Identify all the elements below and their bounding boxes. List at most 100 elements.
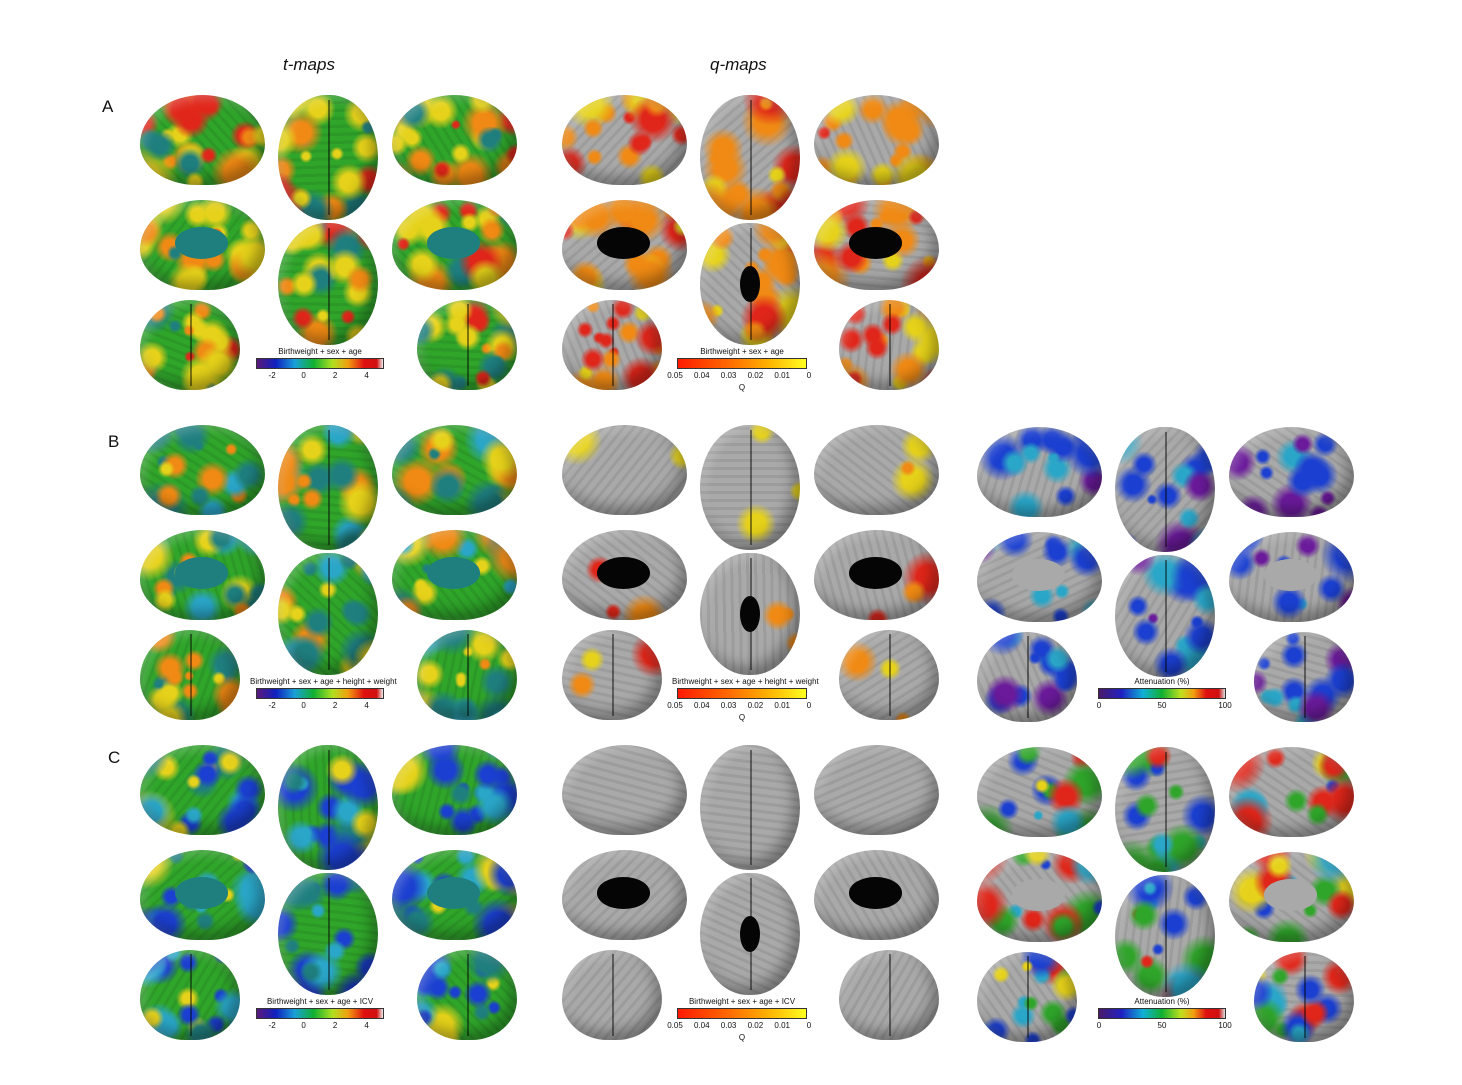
colorbar-tick: 0 — [301, 701, 306, 710]
colorbar-tick: -2 — [268, 1021, 276, 1030]
brain-lateral-left-view — [140, 95, 265, 185]
brain-posterior-right-view — [1254, 632, 1354, 722]
brain-medial-right-view — [814, 200, 939, 290]
hemisphere-divide — [750, 430, 752, 545]
brain-lateral-right-view — [1229, 427, 1354, 517]
brain-superior-view — [1115, 427, 1215, 552]
brain-superior-view — [700, 425, 800, 550]
colorbar-tick: 0 — [806, 1021, 812, 1030]
colorbar-gradient — [677, 1008, 807, 1019]
brain-medial-left-view — [562, 200, 687, 290]
brain-inferior-view — [700, 873, 800, 995]
panel-letter-b: B — [108, 432, 120, 451]
corpus-callosum — [849, 877, 902, 909]
brain-lateral-right-view — [392, 425, 517, 515]
brain-posterior-left-view — [977, 632, 1077, 722]
colorbar-label: Birthweight + sex + age + height + weigh… — [672, 677, 819, 686]
colorbar-tick: 0 — [806, 701, 812, 710]
brain-superior-view — [1115, 747, 1215, 872]
hemisphere-divide — [1027, 635, 1029, 719]
q-map-panel-b: Birthweight + sex + age + height + weigh… — [562, 425, 942, 725]
hemisphere-divide — [467, 303, 469, 387]
colorbar-tick: 0.04 — [694, 1021, 710, 1030]
brain-medial-left-view — [140, 530, 265, 620]
brain-medial-right-view — [392, 530, 517, 620]
corpus-callosum — [175, 227, 228, 259]
brain-superior-view — [278, 745, 378, 870]
colorbar-tick: 0.01 — [774, 1021, 790, 1030]
colorbar-label: Birthweight + sex + age + height + weigh… — [250, 677, 397, 686]
corpus-callosum — [427, 227, 480, 259]
hemisphere-divide — [1165, 752, 1167, 867]
brain-posterior-left-view — [140, 300, 240, 390]
colorbar-tick: 0.05 — [667, 701, 683, 710]
hemisphere-divide — [889, 633, 891, 717]
brain-posterior-right-view — [417, 950, 517, 1040]
colorbar-label: Attenuation (%) — [1134, 997, 1190, 1006]
brain-lateral-left-view — [140, 745, 265, 835]
hemisphere-divide — [1165, 432, 1167, 547]
brain-superior-view — [700, 745, 800, 870]
colorbar-gradient — [677, 688, 807, 699]
colorbar-tick: 0 — [1096, 1021, 1102, 1030]
hemisphere-divide — [612, 303, 614, 387]
colorbar-tick: 4 — [364, 1021, 369, 1030]
colorbar-tick: 0.04 — [694, 371, 710, 380]
corpus-callosum — [849, 557, 902, 589]
hemisphere-divide — [1304, 955, 1306, 1039]
colorbar-tick: 0.05 — [667, 371, 683, 380]
colorbar-tick: -2 — [268, 701, 276, 710]
brain-superior-view — [278, 95, 378, 220]
colorbar-tick: 0.02 — [747, 1021, 764, 1030]
brain-inferior-view — [278, 223, 378, 345]
colorbar-tick: 4 — [364, 701, 369, 710]
hemisphere-divide — [190, 633, 192, 717]
brain-lateral-left-view — [140, 425, 265, 515]
brain-medial-right-view — [392, 200, 517, 290]
colorbar-tick: 0.02 — [747, 701, 764, 710]
corpus-callosum — [427, 877, 480, 909]
hemisphere-divide — [328, 557, 330, 671]
corpus-callosum — [427, 557, 480, 589]
colorbar-tick: 0 — [301, 371, 306, 380]
colorbar-tick: 50 — [1157, 1021, 1167, 1030]
colorbar-gradient — [677, 358, 807, 369]
corpus-callosum — [597, 557, 650, 589]
q-maps-title: q-maps — [710, 55, 767, 74]
brain-medial-left-view — [977, 532, 1102, 622]
colorbar-tick: -2 — [268, 371, 276, 380]
brain-posterior-right-view — [1254, 952, 1354, 1042]
colorbar-gradient — [256, 1008, 384, 1019]
colorbar-tick: 50 — [1157, 701, 1167, 710]
brain-lateral-right-view — [392, 95, 517, 185]
brain-inferior-view — [700, 553, 800, 675]
hemisphere-divide — [328, 750, 330, 865]
brain-medial-left-view — [140, 200, 265, 290]
brain-medial-left-view — [562, 530, 687, 620]
colorbar-label: Attenuation (%) — [1134, 677, 1190, 686]
brain-posterior-left-view — [562, 950, 662, 1040]
corpus-callosum — [597, 227, 650, 259]
colorbar-axis-label: Q — [738, 713, 746, 722]
brain-lateral-left-view — [562, 425, 687, 515]
brain-medial-right-view — [814, 530, 939, 620]
brain-posterior-right-view — [839, 630, 939, 720]
brain-superior-view — [700, 95, 800, 220]
panel-letter-c: C — [108, 748, 121, 767]
colorbar-label: Birthweight + sex + age — [278, 347, 362, 356]
hemisphere-divide — [467, 953, 469, 1037]
corpus-callosum — [1264, 559, 1317, 591]
hemisphere-divide — [1027, 955, 1029, 1039]
